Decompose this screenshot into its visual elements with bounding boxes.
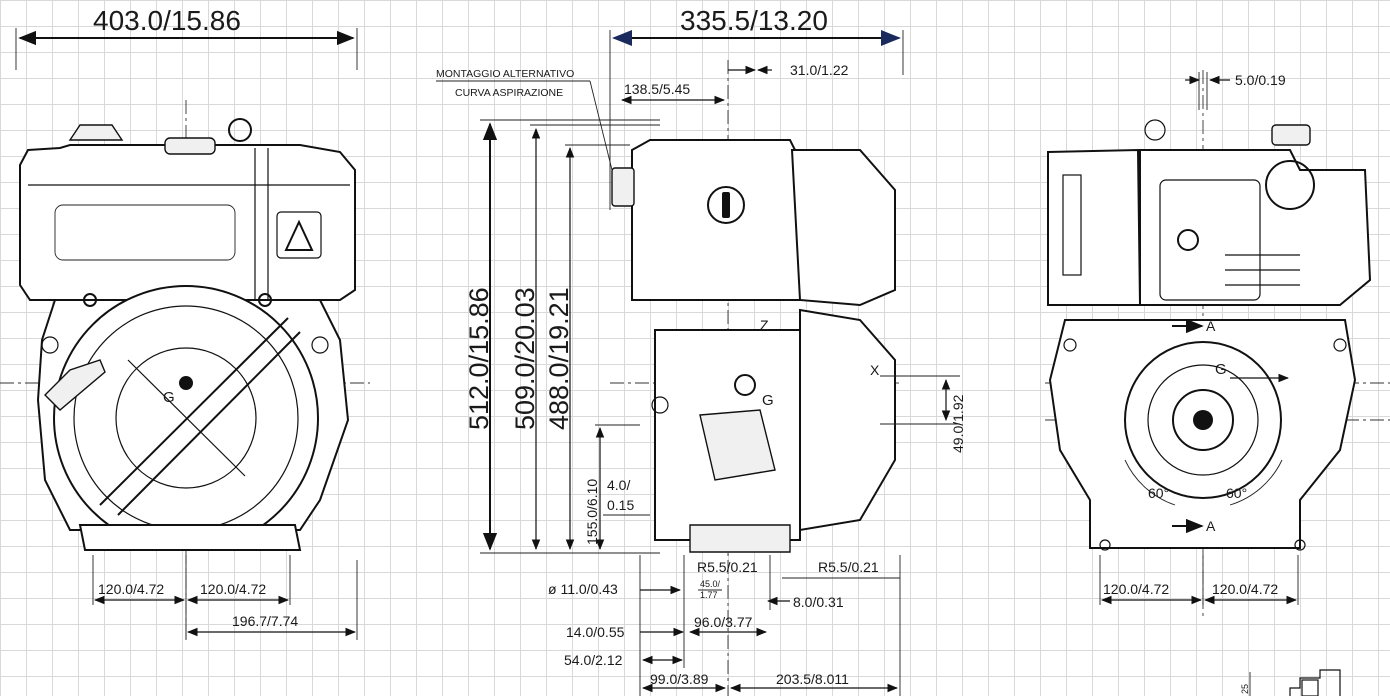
front-blower-housing: G — [36, 285, 350, 551]
rear-half-width-right: 120.0/4.72 — [1212, 581, 1278, 597]
rear-half-width-left: 120.0/4.72 — [1103, 581, 1169, 597]
side-height-2: 509.0/20.03 — [510, 287, 540, 430]
side-intake-distance: 138.5/5.45 — [624, 81, 690, 97]
side-height-total: 512.0/15.86 — [464, 287, 494, 430]
side-engine-body: G X Z — [611, 139, 896, 553]
side-overall-length-label: 335.5/13.20 — [680, 5, 828, 36]
side-height-dimensions: 512.0/15.86 509.0/20.03 488.0/19.21 155.… — [464, 119, 660, 554]
dim-54: 54.0/2.12 — [564, 652, 623, 668]
corner-tiny-label: 25 — [1240, 684, 1250, 694]
radius-right: R5.5/0.21 — [818, 559, 879, 575]
corner-detail-fragment: 25 — [1240, 669, 1341, 696]
intake-note: MONTAGGIO ALTERNATIVO CURVA ASPIRAZIONE — [436, 68, 613, 171]
dim-203: 203.5/8.011 — [776, 671, 849, 687]
side-shaft-height: 155.0/6.10 — [584, 479, 600, 545]
rear-crankcase: 60° 60° G A A — [1048, 318, 1357, 551]
side-view: 335.5/13.20 31.0/1.22 MONTAGGIO ALTERNAT… — [436, 5, 966, 696]
side-cog-label: G — [762, 392, 774, 409]
small-dim-top: 45.0/ — [700, 579, 721, 589]
rear-angle-left: 60° — [1148, 485, 1169, 501]
front-overall-width-dimension: 403.0/15.86 — [15, 5, 358, 70]
front-offset: 196.7/7.74 — [232, 613, 298, 629]
intake-note-line2: CURVA ASPIRAZIONE — [455, 87, 563, 99]
side-overall-length-dimension: 335.5/13.20 — [609, 5, 904, 210]
front-bottom-dimensions: 120.0/4.72 120.0/4.72 196.7/7.74 — [92, 555, 358, 640]
rear-upper-assembly — [1047, 119, 1372, 306]
dim-99: 99.0/3.89 — [650, 671, 709, 687]
rear-cog-label: G — [1215, 361, 1227, 378]
front-cog-label: G — [163, 389, 175, 406]
rear-view: 5.0/0.19 60° 60° G — [1045, 70, 1390, 620]
dim-96: 96.0/3.77 — [694, 614, 753, 630]
radius-left: R5.5/0.21 — [697, 559, 758, 575]
keyway-bottom: 0.15 — [607, 497, 634, 513]
side-axis-z: Z — [760, 317, 769, 333]
rear-offset-top: 5.0/0.19 — [1235, 72, 1286, 88]
front-half-width-right: 120.0/4.72 — [200, 581, 266, 597]
dim-14: 14.0/0.55 — [566, 624, 625, 640]
rear-section-bottom: A — [1206, 518, 1216, 534]
rear-angle-right: 60° — [1226, 485, 1247, 501]
side-height-3: 488.0/19.21 — [544, 287, 574, 430]
intake-note-line1: MONTAGGIO ALTERNATIVO — [436, 68, 574, 80]
fuel-tank — [19, 118, 356, 301]
side-axis-x: X — [870, 362, 880, 378]
front-view: 403.0/15.86 G — [0, 5, 370, 640]
dim-8: 8.0/0.31 — [793, 594, 844, 610]
side-shaft-drop: 49.0/1.92 — [950, 394, 966, 453]
side-shaft-offset: 31.0/1.22 — [790, 62, 849, 78]
front-half-width-left: 120.0/4.72 — [98, 581, 164, 597]
rear-section-top: A — [1206, 318, 1216, 334]
side-bottom-dimensions: R5.5/0.21 R5.5/0.21 45.0/ 1.77 ø 11.0/0.… — [548, 555, 901, 696]
rear-bottom-dimensions: 120.0/4.72 120.0/4.72 — [1099, 555, 1299, 605]
hole-diameter: ø 11.0/0.43 — [548, 581, 618, 597]
small-dim-bottom: 1.77 — [700, 590, 718, 600]
keyway-top: 4.0/ — [607, 477, 630, 493]
front-overall-width-label: 403.0/15.86 — [93, 5, 241, 36]
